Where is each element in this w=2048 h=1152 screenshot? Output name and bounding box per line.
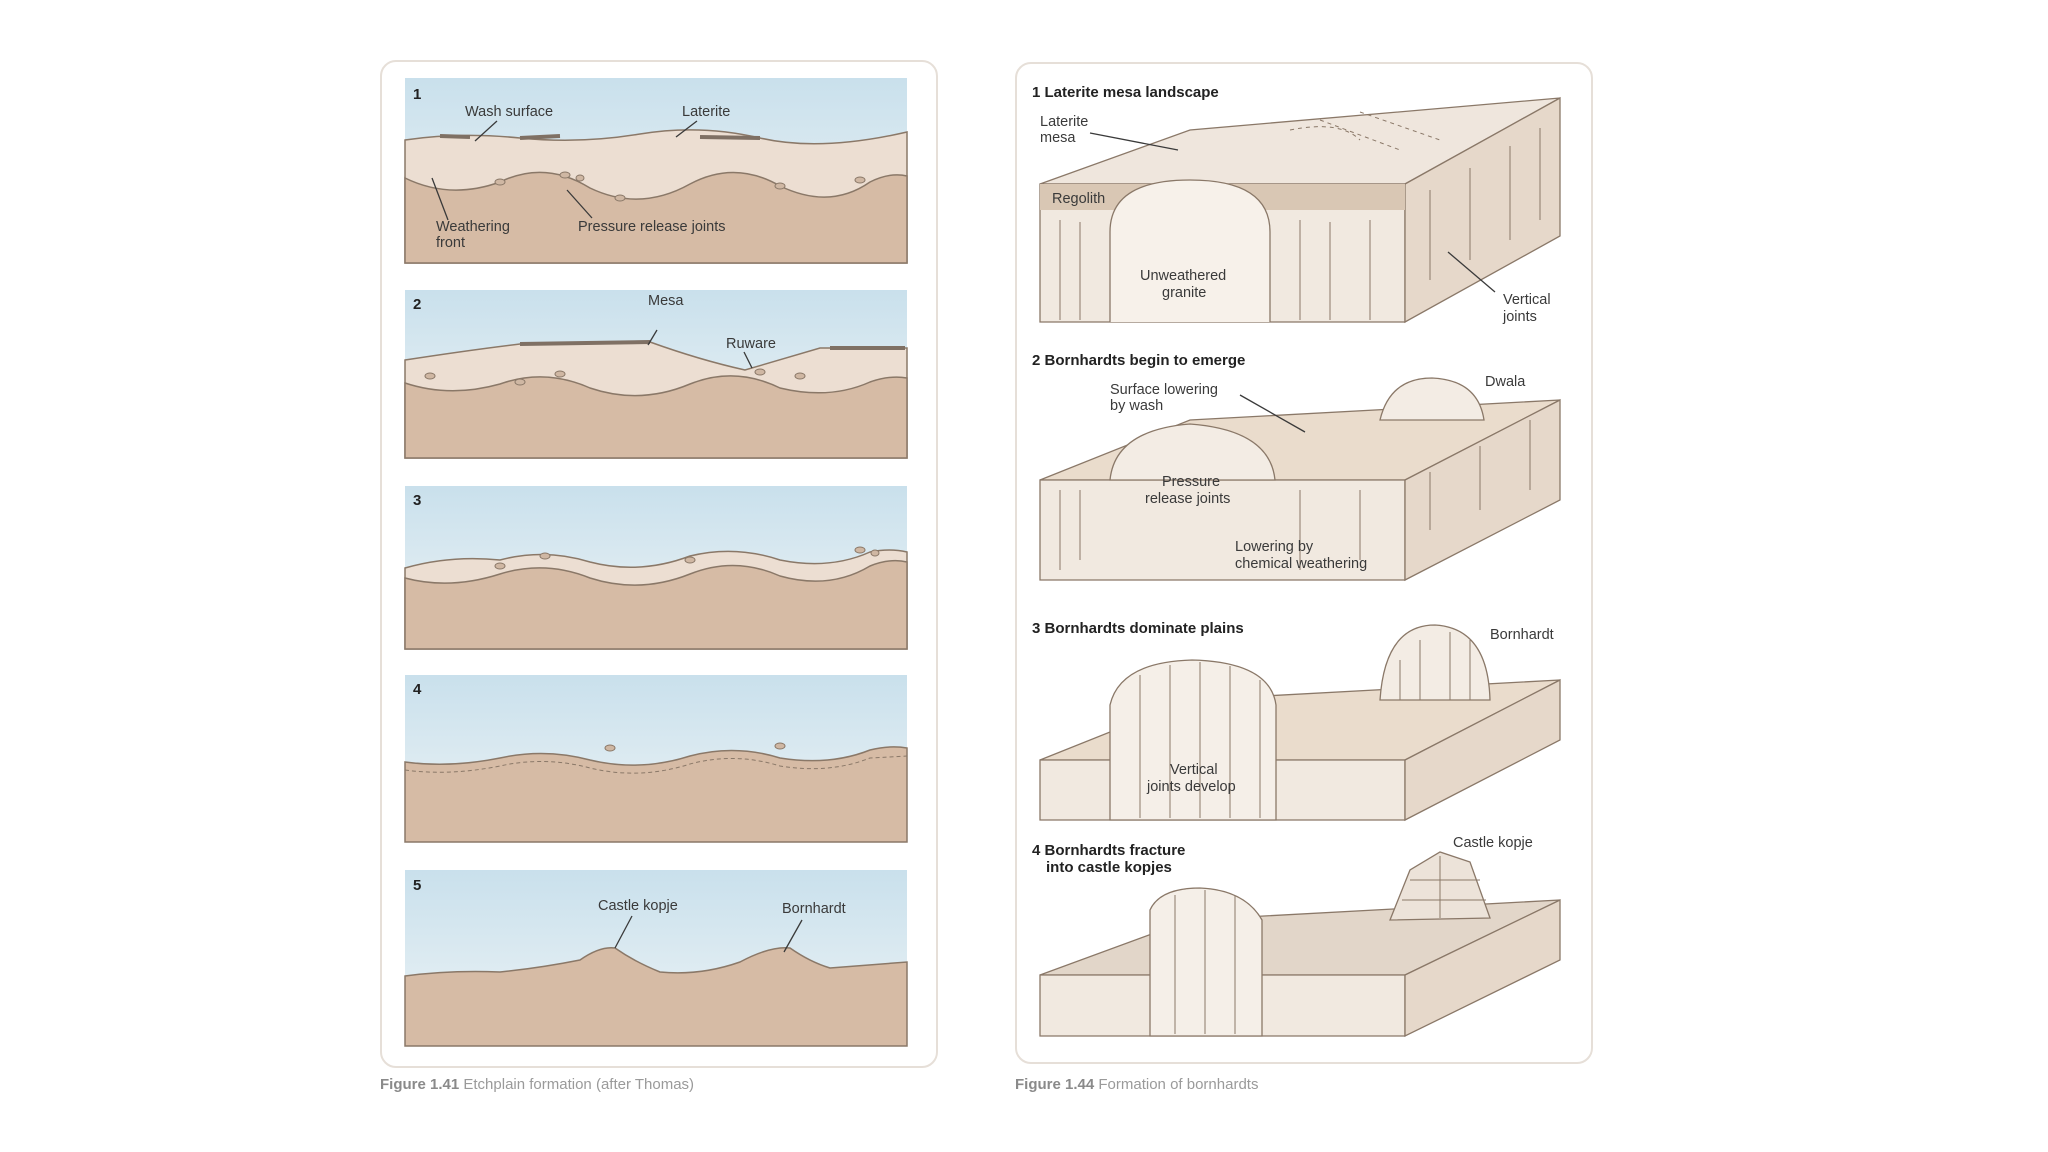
label-surface-lowering-1: Surface lowering	[1110, 382, 1218, 398]
block-4-title-1: 4 Bornhardts fracture	[1032, 842, 1185, 859]
label-pressure-1: Pressure	[1162, 474, 1220, 490]
label-regolith: Regolith	[1052, 191, 1105, 207]
label-vertical-joints-2: joints	[1502, 309, 1537, 325]
etchplain-panel-4: 4	[404, 675, 908, 843]
etchplain-panel-5: 5 Castle kopje Bornhardt	[404, 870, 908, 1047]
etchplain-panel-4-number: 4	[413, 681, 422, 698]
block-4-title-2: into castle kopjes	[1046, 859, 1172, 876]
label-lowering-2: chemical weathering	[1235, 556, 1367, 572]
label-laterite-mesa-1: Laterite	[1040, 114, 1088, 130]
label-laterite-mesa-2: mesa	[1040, 130, 1076, 146]
block-3-title: 3 Bornhardts dominate plains	[1032, 620, 1244, 637]
figure-1-41-caption: Figure 1.41 Etchplain formation (after T…	[380, 1076, 694, 1093]
label-vertical-joints-develop-2: joints develop	[1146, 779, 1236, 795]
label-pressure-release-joints: Pressure release joints	[578, 219, 726, 235]
label-castle-kopje-4: Castle kopje	[1453, 835, 1533, 851]
label-vertical-joints-develop-1: Vertical	[1170, 762, 1218, 778]
etchplain-panel-1-number: 1	[413, 86, 421, 103]
label-lowering-1: Lowering by	[1235, 539, 1314, 555]
label-laterite: Laterite	[682, 104, 730, 120]
figure-1-44-label: Figure 1.44	[1015, 1076, 1095, 1093]
label-castle-kopje: Castle kopje	[598, 898, 678, 914]
etchplain-panel-1: 1 Wash surface Laterite Weathering front…	[404, 78, 908, 264]
label-bornhardt-3: Bornhardt	[1490, 627, 1554, 643]
label-dwala: Dwala	[1485, 374, 1526, 390]
block-2-title: 2 Bornhardts begin to emerge	[1032, 352, 1245, 369]
label-weathering-front-1: Weathering	[436, 219, 510, 235]
bornhardt-block-1: 1 Laterite mesa landscape Laterite mesa …	[1032, 84, 1561, 325]
label-pressure-2: release joints	[1145, 491, 1230, 507]
etchplain-panel-3-number: 3	[413, 492, 421, 509]
figure-1-44-text: Formation of bornhardts	[1098, 1076, 1259, 1093]
label-mesa: Mesa	[648, 293, 684, 309]
label-unweathered-1: Unweathered	[1140, 268, 1226, 284]
label-wash-surface: Wash surface	[465, 104, 553, 120]
label-surface-lowering-2: by wash	[1110, 398, 1163, 414]
etchplain-panel-5-number: 5	[413, 877, 421, 894]
block-1-title: 1 Laterite mesa landscape	[1032, 84, 1219, 101]
figure-1-41-text: Etchplain formation (after Thomas)	[463, 1076, 695, 1093]
etchplain-panel-2-number: 2	[413, 296, 421, 313]
label-unweathered-2: granite	[1162, 285, 1206, 301]
label-bornhardt: Bornhardt	[782, 901, 846, 917]
bornhardt-block-3: 3 Bornhardts dominate plains Bornhardt V…	[1032, 620, 1561, 822]
figure-1-41-label: Figure 1.41	[380, 1076, 460, 1093]
etchplain-panel-3: 3	[404, 486, 908, 650]
bornhardt-block-2: 2 Bornhardts begin to emerge Surface low…	[1032, 352, 1561, 582]
label-vertical-joints-1: Vertical	[1503, 292, 1551, 308]
bornhardt-block-4: 4 Bornhardts fracture into castle kopjes…	[1032, 835, 1561, 1038]
label-weathering-front-2: front	[436, 235, 465, 251]
etchplain-panel-2: 2 Mesa Ruware	[404, 290, 908, 459]
label-ruware: Ruware	[726, 336, 776, 352]
figure-1-44-caption: Figure 1.44 Formation of bornhardts	[1015, 1076, 1258, 1093]
